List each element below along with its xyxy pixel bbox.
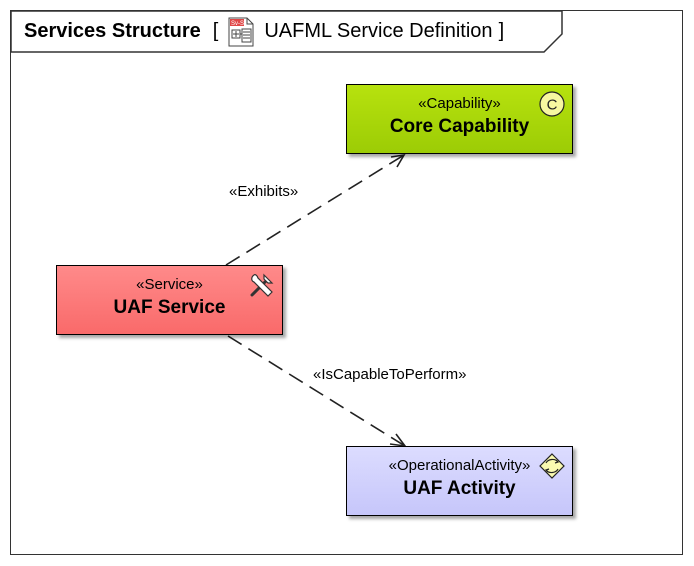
service-name: UAF Service [113, 297, 226, 318]
svg-text:Sv-Sr: Sv-Sr [231, 21, 246, 27]
uaf-service-node[interactable]: «Service» UAF Service [56, 265, 283, 335]
diagram-type-name: UAFML Service Definition [264, 19, 493, 42]
title-close-bracket: ] [498, 19, 505, 42]
activity-name: UAF Activity [403, 478, 516, 499]
uaf-activity-node[interactable]: «OperationalActivity» UAF Activity [346, 446, 573, 516]
service-stereotype: «Service» [136, 276, 203, 293]
diagram-title: Services Structure [ Sv-Sr UAFML Service… [24, 15, 504, 47]
capability-name: Core Capability [389, 116, 530, 137]
tools-icon [250, 273, 274, 297]
exhibits-label: «Exhibits» [229, 183, 299, 200]
diagram-kind-label: Services Structure [24, 19, 201, 42]
title-open-bracket: [ [212, 19, 219, 42]
activity-stereotype: «OperationalActivity» [388, 457, 531, 474]
activity-diamond-icon [539, 453, 565, 479]
sysml-diagram-icon: Sv-Sr [226, 17, 256, 47]
is-capable-to-perform-label: «IsCapableToPerform» [313, 366, 467, 383]
title-tab-outline [10, 10, 563, 53]
exhibits-connector[interactable] [225, 153, 406, 266]
capability-stereotype: «Capability» [418, 95, 501, 112]
is-capable-to-perform-connector[interactable] [227, 335, 407, 448]
svg-text:C: C [547, 97, 558, 114]
core-capability-node[interactable]: «Capability» Core Capability C [346, 84, 573, 154]
capability-c-icon: C [539, 91, 565, 117]
diagram-title-tab[interactable]: Services Structure [ Sv-Sr UAFML Service… [10, 10, 563, 53]
